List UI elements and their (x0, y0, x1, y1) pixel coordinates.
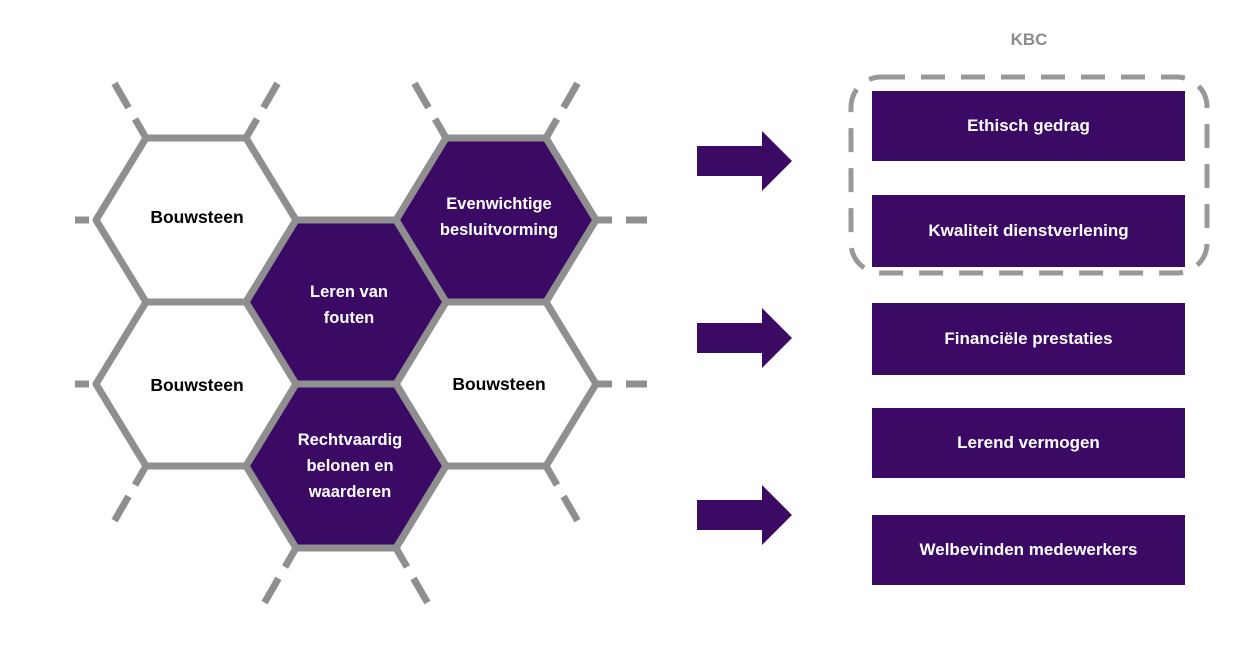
dashed-stub (542, 81, 581, 140)
dashed-stub (411, 81, 450, 140)
dashed-edge-stubs (75, 81, 647, 605)
dashed-stub (392, 546, 431, 605)
kbc-group-title: KBC (1010, 30, 1048, 49)
box-kwaliteit-dienstverlening-label: Kwaliteit dienstverlening (928, 221, 1129, 240)
box-welbevinden-medewerkers-label: Welbevinden medewerkers (919, 540, 1138, 559)
dashed-stub (111, 464, 150, 523)
right-arrow-icon-middle (697, 308, 792, 368)
box-ethisch-gedrag-label: Ethisch gedrag (967, 116, 1090, 135)
dashed-stub (242, 81, 281, 140)
arrows (697, 131, 792, 545)
dashed-stub (261, 546, 300, 605)
kbc-group-outline (848, 74, 1210, 276)
box-kwaliteit-dienstverlening: Kwaliteit dienstverlening (872, 195, 1185, 267)
box-lerend-vermogen: Lerend vermogen (872, 408, 1185, 478)
right-arrow-icon-bottom (697, 485, 792, 545)
box-financiele-prestaties-label: Financiële prestaties (944, 329, 1113, 348)
right-arrow-icon-top (697, 131, 792, 191)
box-ethisch-gedrag: Ethisch gedrag (872, 91, 1185, 161)
dashed-stub (111, 81, 150, 140)
box-lerend-vermogen-label: Lerend vermogen (957, 433, 1100, 452)
dashed-stub (542, 464, 581, 523)
box-financiele-prestaties: Financiële prestaties (872, 303, 1185, 375)
box-welbevinden-medewerkers: Welbevinden medewerkers (872, 515, 1185, 585)
hexagon-rechtvaardig-belonen (242, 380, 450, 552)
